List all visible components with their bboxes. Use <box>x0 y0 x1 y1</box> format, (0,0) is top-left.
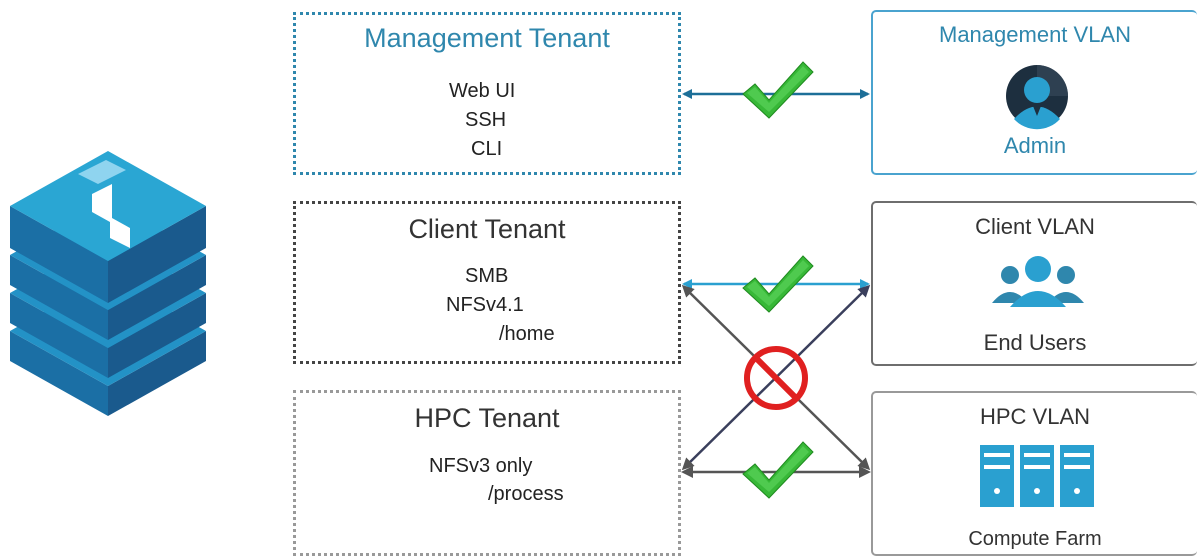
client-tenant: Client Tenant SMB NFSv4.1 /home <box>293 201 681 364</box>
client-vlan: Client VLAN End Users <box>871 201 1197 366</box>
client-tenant-line: SMB <box>465 265 509 287</box>
check-icon <box>742 441 814 499</box>
admin-user-icon <box>1006 65 1068 130</box>
client-vlan-title: Client VLAN <box>975 214 1095 239</box>
client-vlan-label: End Users <box>983 330 1087 355</box>
hpc-tenant: HPC Tenant NFSv3 only /process <box>293 390 681 556</box>
hpc-vlan: HPC VLAN Compute Farm <box>871 391 1197 556</box>
management-vlan: Management VLAN Admin <box>871 10 1197 175</box>
hpc-vlan-title: HPC VLAN <box>979 404 1091 429</box>
user-group-icon <box>992 256 1084 307</box>
hpc-tenant-line: NFSv3 only <box>429 455 533 477</box>
management-vlan-title: Management VLAN <box>939 22 1131 47</box>
management-tenant-line: Web UI <box>449 80 516 102</box>
management-tenant-title: Management Tenant <box>364 23 610 53</box>
management-tenant: Management Tenant Web UI SSH CLI <box>293 12 681 175</box>
hpc-vlan-label: Compute Farm <box>968 528 1102 550</box>
server-rack-icon <box>980 445 1094 507</box>
management-vlan-label: Admin <box>1003 133 1067 158</box>
client-tenant-line: NFSv4.1 <box>446 294 524 316</box>
check-icon <box>742 61 814 119</box>
client-tenant-title: Client Tenant <box>408 214 566 244</box>
hpc-tenant-title: HPC Tenant <box>414 403 560 433</box>
management-tenant-line: SSH <box>465 109 507 131</box>
check-icon <box>742 255 814 313</box>
hpc-tenant-line: /process <box>488 483 564 505</box>
prohibited-icon <box>744 346 808 410</box>
client-tenant-line: /home <box>499 323 555 345</box>
management-tenant-line: CLI <box>471 138 503 160</box>
